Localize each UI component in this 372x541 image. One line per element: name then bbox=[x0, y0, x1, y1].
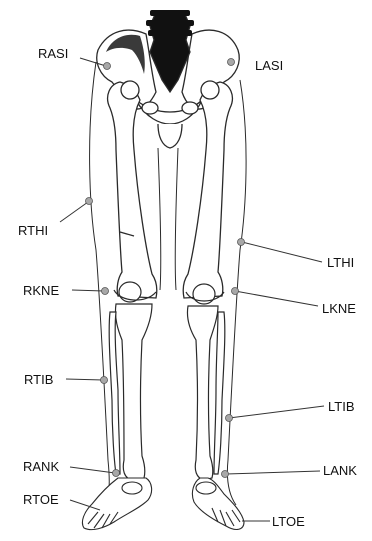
ltoe-label: LTOE bbox=[272, 514, 305, 529]
ltib-label: LTIB bbox=[328, 399, 355, 414]
rtib-label: RTIB bbox=[24, 372, 53, 387]
right-ankle-bone bbox=[122, 482, 142, 494]
right-leg-outline bbox=[90, 62, 110, 505]
lkne-leader bbox=[235, 291, 318, 306]
lthi-leader bbox=[242, 242, 322, 262]
lthi-label: LTHI bbox=[327, 255, 354, 270]
lasi-label: LASI bbox=[255, 58, 283, 73]
left-inner-thigh bbox=[175, 148, 178, 290]
rtib-leader bbox=[66, 379, 103, 380]
rthi-marker bbox=[86, 198, 93, 205]
pubic-symphysis bbox=[158, 124, 182, 148]
right-tibia bbox=[115, 304, 152, 480]
rank-label: RANK bbox=[23, 459, 59, 474]
rasi-label: RASI bbox=[38, 46, 68, 61]
rkne-marker bbox=[102, 288, 109, 295]
rasi-marker bbox=[104, 63, 111, 70]
lank-label: LANK bbox=[323, 463, 357, 478]
right-inner-thigh bbox=[158, 148, 161, 290]
lank-marker bbox=[222, 471, 229, 478]
lthi-marker bbox=[238, 239, 245, 246]
right-fibula bbox=[109, 312, 120, 474]
vertebrae bbox=[146, 10, 194, 36]
lank-leader bbox=[226, 471, 320, 474]
rthi-label: RTHI bbox=[18, 223, 48, 238]
left-femoral-head bbox=[201, 81, 219, 99]
right-obturator bbox=[142, 102, 158, 114]
rank-marker bbox=[113, 470, 120, 477]
lkne-label: LKNE bbox=[322, 301, 356, 316]
ltib-marker bbox=[226, 415, 233, 422]
left-obturator bbox=[182, 102, 198, 114]
rthi-leader bbox=[60, 202, 88, 222]
lower-leg-bones bbox=[109, 304, 225, 480]
lasi-marker bbox=[228, 59, 235, 66]
right-patella bbox=[119, 282, 141, 302]
left-fibula bbox=[214, 312, 225, 474]
left-tibia bbox=[187, 306, 218, 480]
rtib-marker bbox=[101, 377, 108, 384]
feet bbox=[82, 478, 244, 530]
ltib-leader bbox=[229, 406, 324, 418]
left-ankle-bone bbox=[196, 482, 216, 494]
knees bbox=[114, 282, 224, 304]
lkne-marker bbox=[232, 288, 239, 295]
rkne-label: RKNE bbox=[23, 283, 59, 298]
right-femoral-head bbox=[121, 81, 139, 99]
rtoe-label: RTOE bbox=[23, 492, 59, 507]
